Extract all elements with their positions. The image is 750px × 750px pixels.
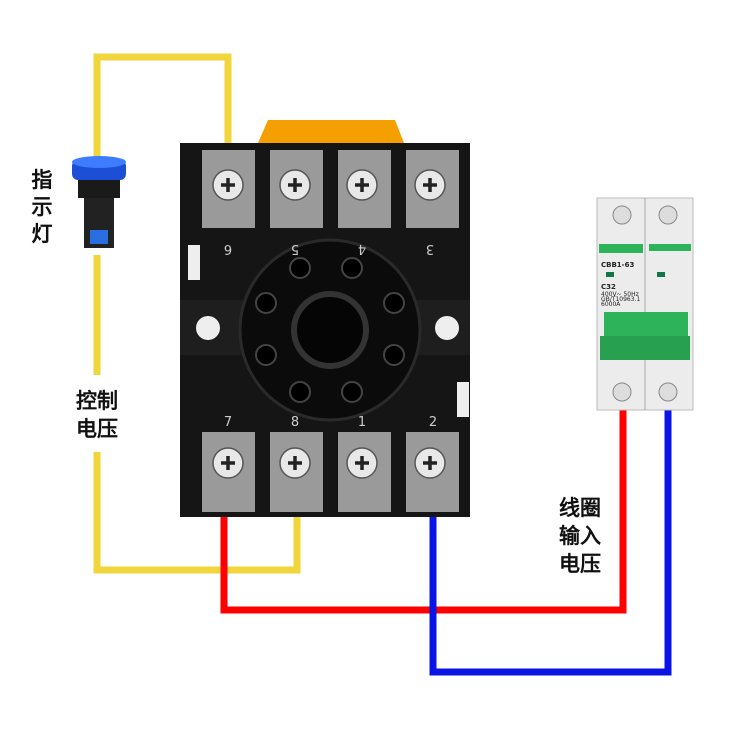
screw-slot — [288, 178, 302, 192]
terminal-4-label: 4 — [358, 241, 366, 256]
mounting-hole — [435, 316, 459, 340]
breaker-rating: C32 — [601, 283, 616, 291]
breaker-capacity: 6000A — [601, 301, 621, 308]
terminal-1-label: 1 — [358, 415, 366, 430]
blue-wire-terminal-2-to-breaker — [429, 398, 672, 676]
terminal-8-label: 8 — [291, 415, 299, 430]
screw-slot — [355, 178, 369, 192]
screw-slot — [355, 456, 369, 470]
terminal-screws — [212, 169, 446, 479]
circuit-breaker: CBB1-63 C32 400V~ 50Hz GB/T10963.1 6000A — [596, 197, 694, 411]
label-char: 灯 — [32, 222, 53, 246]
bottom-terminal-numbers: 7 8 1 2 — [224, 415, 437, 430]
terminal-7-label: 7 — [224, 415, 232, 430]
screw-slot — [288, 456, 302, 470]
label-char: 示 — [32, 195, 53, 219]
mounting-hole — [196, 316, 220, 340]
breaker-model: CBB1-63 — [601, 261, 634, 269]
release-tab — [258, 120, 404, 143]
label-line: 电压 — [76, 417, 118, 441]
screw-slot — [221, 178, 235, 192]
label-line: 控制 — [76, 389, 118, 413]
breaker-standard: GB/T10963.1 — [601, 296, 640, 303]
terminal-6-label: 6 — [224, 241, 232, 256]
indicator-lamp — [72, 156, 126, 248]
terminal-3-label: 3 — [426, 241, 434, 256]
label-line: 输入 — [559, 524, 601, 548]
terminal-2-label: 2 — [429, 415, 437, 430]
control-voltage-label: 控制 电压 — [76, 389, 118, 441]
screw-slot — [221, 456, 235, 470]
yellow-wire-lamp-to-terminal-6 — [93, 53, 232, 185]
breaker-voltage: 400V~ 50Hz — [601, 291, 639, 298]
label-char: 指 — [32, 168, 53, 192]
top-terminal-numbers: 6 5 4 3 — [224, 241, 434, 256]
screw-slot — [423, 178, 437, 192]
indicator-light-label: 指 示 灯 — [32, 168, 53, 246]
red-wire-terminal-7-to-breaker — [220, 398, 627, 614]
yellow-wire-to-terminal-8 — [93, 452, 301, 574]
terminal-5-label: 5 — [291, 241, 299, 256]
screw-slot — [423, 456, 437, 470]
label-line: 电压 — [559, 552, 601, 576]
label-line: 线圈 — [559, 496, 601, 520]
relay-socket — [180, 120, 470, 517]
coil-input-voltage-label: 线圈 输入 电压 — [559, 496, 601, 576]
